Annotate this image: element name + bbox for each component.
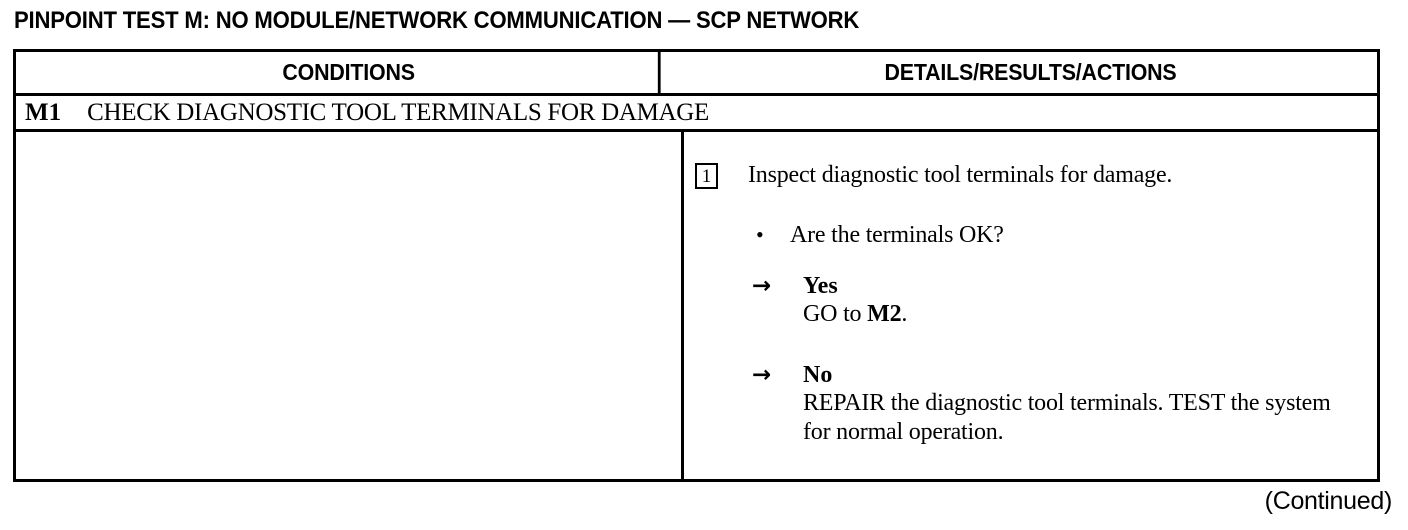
branch-yes-body: Yes GO to M2.	[803, 272, 907, 329]
branch-yes-action-emphasis: M2	[867, 301, 902, 327]
continued-note: (Continued)	[1264, 487, 1393, 515]
bullet-icon: •	[756, 222, 764, 247]
detail-question: • Are the terminals OK?	[756, 222, 1004, 248]
column-header-conditions: CONDITIONS	[39, 52, 661, 93]
branch-yes-action-prefix: GO to	[803, 301, 868, 327]
branch-no: → No REPAIR the diagnostic tool terminal…	[752, 361, 1348, 447]
column-header-details: DETAILS/RESULTS/ACTIONS	[884, 59, 1177, 85]
branch-yes-answer: Yes	[803, 273, 838, 299]
branch-no-answer: No	[803, 362, 833, 388]
step-instruction-text: Inspect diagnostic tool terminals for da…	[748, 162, 1173, 188]
table-header-row: CONDITIONS DETAILS/RESULTS/ACTIONS	[16, 52, 1377, 96]
step-title-row: M1 CHECK DIAGNOSTIC TOOL TERMINALS FOR D…	[16, 96, 1377, 132]
branch-yes: → Yes GO to M2.	[752, 272, 907, 329]
step-code: M1	[25, 98, 62, 126]
branch-no-action-prefix: REPAIR the diagnostic tool terminals. TE…	[803, 390, 1331, 445]
details-cell: 1 Inspect diagnostic tool terminals for …	[684, 132, 1377, 480]
arrow-right-icon: →	[752, 362, 772, 388]
branch-no-action: REPAIR the diagnostic tool terminals. TE…	[803, 389, 1348, 447]
table-body-row: 1 Inspect diagnostic tool terminals for …	[16, 132, 1377, 480]
conditions-cell	[16, 132, 684, 480]
step-label: CHECK DIAGNOSTIC TOOL TERMINALS FOR DAMA…	[87, 98, 710, 126]
pinpoint-test-table: CONDITIONS DETAILS/RESULTS/ACTIONS M1 CH…	[13, 49, 1380, 482]
branch-yes-action-suffix: .	[901, 301, 908, 327]
detail-step-1: 1 Inspect diagnostic tool terminals for …	[695, 161, 1172, 189]
question-text: Are the terminals OK?	[790, 222, 1004, 248]
step-number-box: 1	[695, 163, 718, 189]
branch-no-body: No REPAIR the diagnostic tool terminals.…	[803, 361, 1348, 447]
page-title: PINPOINT TEST M: NO MODULE/NETWORK COMMU…	[14, 7, 860, 34]
branch-yes-action: GO to M2.	[803, 300, 907, 329]
arrow-right-icon: →	[752, 273, 772, 299]
